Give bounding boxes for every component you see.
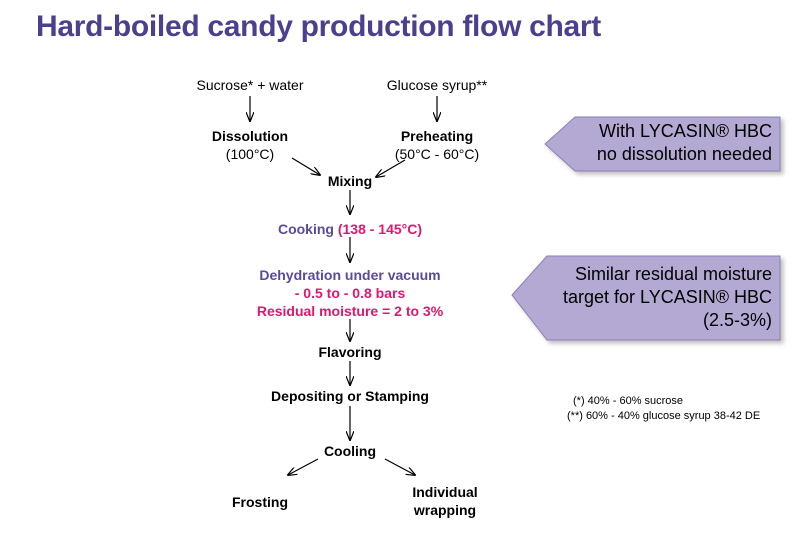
arrow-dissolution-to-mixing [291, 157, 320, 175]
arrow-preheating-to-mixing [376, 159, 406, 177]
node-sucrose: Sucrose* + water [196, 77, 304, 93]
dissolution-temp: (100°C) [225, 146, 275, 162]
callout-dissolution-line2: no dissolution needed [596, 144, 772, 164]
preheating-label: Preheating [400, 128, 474, 144]
page-title: Hard-boiled candy production flow chart [36, 10, 601, 43]
callout-moisture-line1: Similar residual moisture [574, 264, 772, 284]
callout-dissolution-line1: With LYCASIN® HBC [599, 121, 772, 141]
dehydration-pressure: - 0.5 to - 0.8 bars [294, 285, 406, 301]
node-glucose: Glucose syrup** [386, 77, 488, 93]
callout-moisture-line3: (2.5-3%) [702, 310, 772, 330]
callout-dissolution: With LYCASIN® HBC no dissolution needed [580, 120, 772, 166]
node-wrapping: Individual wrapping [390, 483, 500, 519]
node-flavoring: Flavoring [318, 344, 382, 360]
node-cooling: Cooling [323, 443, 377, 459]
node-frosting: Frosting [232, 494, 288, 510]
callout-moisture-line2: target for LYCASIN® HBC [563, 287, 772, 307]
footnote-sucrose: (*) 40% - 60% sucrose [573, 395, 684, 407]
node-dehydration: Dehydration under vacuum - 0.5 to - 0.8 … [230, 266, 470, 320]
node-mixing: Mixing [327, 173, 373, 189]
dehydration-label: Dehydration under vacuum [259, 267, 441, 283]
residual-moisture: Residual moisture = 2 to 3% [256, 303, 444, 319]
wrapping-line1: Individual [412, 484, 478, 500]
callout-moisture: Similar residual moisture target for LYC… [550, 263, 772, 332]
callout-shape-dissolution [544, 116, 781, 172]
preheating-temp: (50°C - 60°C) [394, 146, 480, 162]
node-preheating: Preheating (50°C - 60°C) [377, 127, 497, 163]
arrow-cooling-to-wrapping [384, 458, 415, 475]
footnotes: (*) 40% - 60% sucrose (**) 60% - 40% glu… [567, 394, 760, 424]
footnote-glucose: (**) 60% - 40% glucose syrup 38-42 DE [567, 410, 761, 422]
arrow-cooling-to-frosting [288, 458, 319, 475]
cooking-label: Cooking [277, 221, 338, 237]
cooking-temp: (138 - 145°C) [337, 221, 423, 237]
node-depositing: Depositing or Stamping [271, 388, 429, 404]
dissolution-label: Dissolution [211, 128, 289, 144]
node-dissolution: Dissolution (100°C) [190, 127, 310, 163]
wrapping-line2: wrapping [413, 502, 477, 518]
callout-shape-moisture [511, 255, 781, 341]
node-cooking: Cooking (138 - 145°C) [250, 220, 450, 238]
